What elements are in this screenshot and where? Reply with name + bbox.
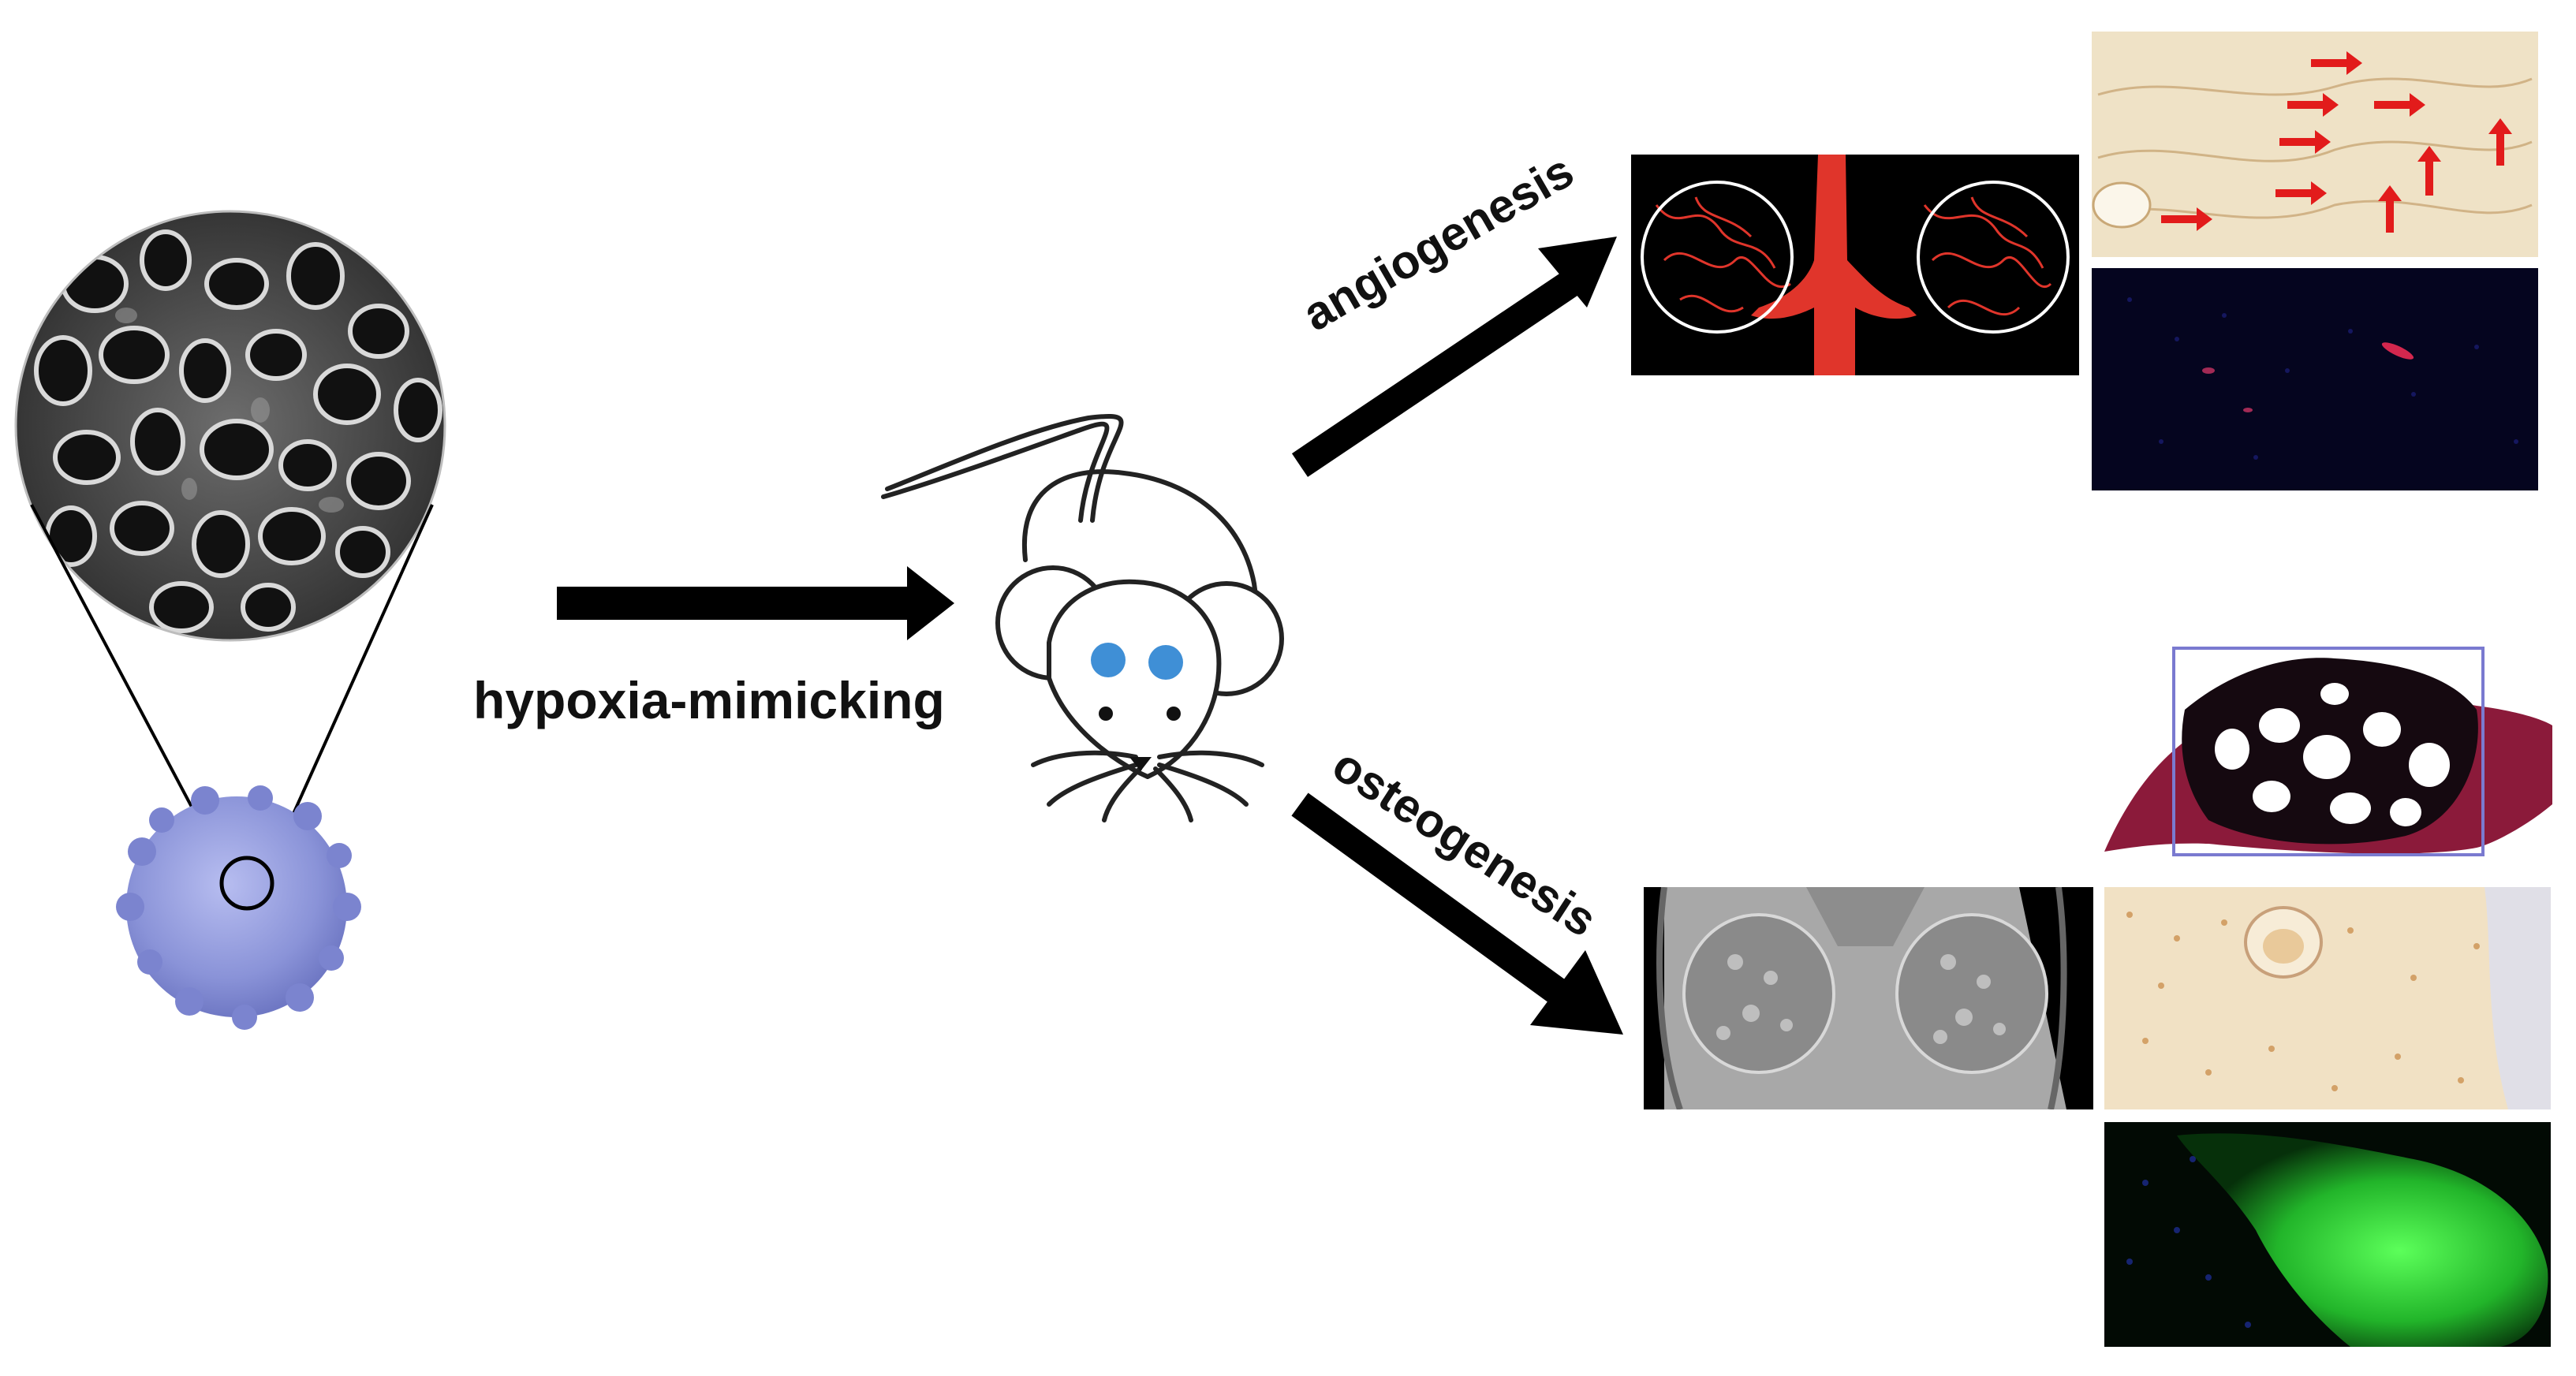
mouse-face xyxy=(1091,643,1183,771)
fluorescence-vessel-panel xyxy=(2092,268,2538,490)
arrow-right-icon xyxy=(557,566,954,640)
mouse-icon xyxy=(881,414,1284,822)
scaffold-sem-view xyxy=(14,210,446,642)
ihc-cd31-panel xyxy=(2092,32,2538,257)
mouse-implant-right xyxy=(1148,645,1183,680)
arrow-up-right xyxy=(1291,237,1617,477)
bone-histology-panel xyxy=(2104,647,2552,856)
zoom-circle xyxy=(219,856,274,911)
sem-pores xyxy=(34,229,442,633)
hypoxia-mimicking-label: hypoxia-mimicking xyxy=(473,671,945,729)
mouse-implant-left xyxy=(1091,643,1126,677)
red-arrows xyxy=(2161,51,2512,233)
fluorescence-osteo-panel xyxy=(2104,1122,2551,1347)
microct-bone-panel xyxy=(1644,887,2093,1109)
microct-vessel-panel xyxy=(1631,155,2079,375)
arrow-down-right xyxy=(1291,792,1623,1035)
scaffold-sphere xyxy=(116,785,361,1030)
ihc-osteo-panel xyxy=(2104,887,2551,1109)
